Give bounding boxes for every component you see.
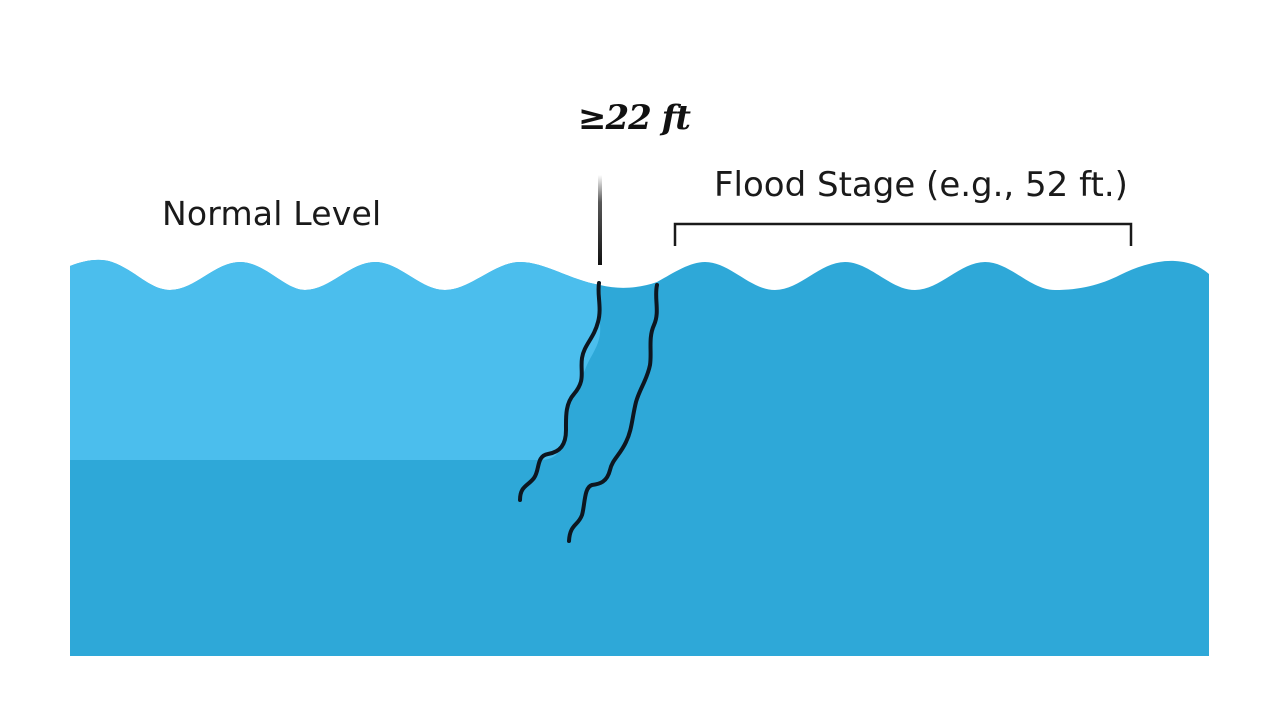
marker-line bbox=[598, 175, 602, 265]
seepage-line-left bbox=[518, 281, 602, 502]
flood-stage-label: Flood Stage (e.g., 52 ft.) bbox=[714, 165, 1128, 205]
normal-level-region bbox=[70, 259, 601, 460]
threshold-label: ≥22 ft bbox=[578, 98, 691, 138]
normal-level-label: Normal Level bbox=[162, 194, 382, 233]
flood-stage-bracket bbox=[673, 222, 1133, 246]
seepage-line-right bbox=[567, 283, 659, 543]
